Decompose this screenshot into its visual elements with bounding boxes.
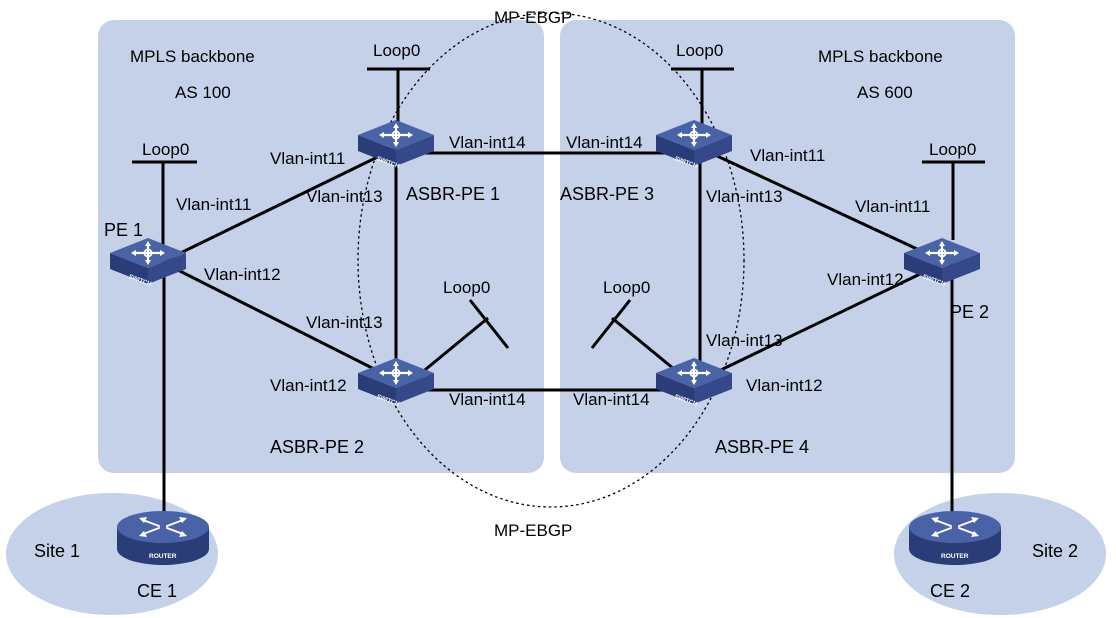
loopback-pe1 (132, 160, 197, 245)
loopback-asbr1 (367, 67, 430, 125)
if-asbr3-pe2: Vlan-int11 (750, 146, 825, 165)
as100-as-label: AS 100 (175, 83, 231, 102)
loopback-asbr3 (671, 67, 734, 125)
loopback-pe2 (922, 160, 985, 240)
if-pe1-asbr2: Vlan-int12 (204, 265, 281, 284)
site2-label: Site 2 (1032, 541, 1078, 561)
if-asbr2-asbr1: Vlan-int13 (306, 313, 383, 332)
pe1-label: PE 1 (104, 220, 143, 240)
site1-label: Site 1 (34, 541, 80, 561)
loop-pe2-label: Loop0 (929, 140, 976, 159)
if-asbr4-asbr2: Vlan-int14 (573, 390, 650, 409)
loopback-asbr2 (419, 299, 510, 376)
ce1-device[interactable] (116, 510, 210, 566)
loop-asbr4-label: Loop0 (603, 278, 650, 297)
as100-region-title: MPLS backbone (130, 47, 255, 66)
router-icon (908, 510, 1002, 566)
if-pe2-asbr4: Vlan-int12 (827, 270, 904, 289)
asbr4-label: ASBR-PE 4 (715, 437, 809, 457)
ebgp-bottom-label: MP-EBGP (494, 521, 572, 540)
if-pe2-asbr3: Vlan-int11 (855, 197, 930, 216)
link-pe1-asbr1 (161, 146, 397, 264)
if-asbr3-asbr1: Vlan-int14 (566, 133, 643, 152)
loopback-asbr4 (590, 299, 681, 376)
loop-asbr1-label: Loop0 (373, 41, 420, 60)
link-asbr3-pe2 (699, 146, 946, 264)
loop-asbr3-label: Loop0 (676, 41, 723, 60)
if-asbr1-pe1: Vlan-int11 (270, 149, 345, 168)
if-asbr1-asbr3: Vlan-int14 (449, 133, 526, 152)
ebgp-top-label: MP-EBGP (494, 8, 572, 27)
as600-as-label: AS 600 (857, 83, 913, 102)
as100-region (98, 20, 544, 473)
asbr2-label: ASBR-PE 2 (270, 437, 364, 457)
if-asbr2-asbr4: Vlan-int14 (449, 390, 526, 409)
if-asbr1-asbr2: Vlan-int13 (306, 187, 383, 206)
router-icon (116, 510, 210, 566)
loop-pe1-label: Loop0 (142, 140, 189, 159)
ebgp-session-ellipse (357, 12, 745, 508)
loop-asbr2-label: Loop0 (443, 278, 490, 297)
ce2-device[interactable] (908, 510, 1002, 566)
if-pe1-asbr1: Vlan-int11 (176, 195, 251, 214)
asbr1-label: ASBR-PE 1 (406, 184, 500, 204)
if-asbr3-asbr4: Vlan-int13 (706, 187, 783, 206)
ce1-label: CE 1 (137, 581, 177, 601)
pe2-label: PE 2 (950, 302, 989, 322)
if-asbr4-pe2: Vlan-int12 (746, 376, 823, 395)
asbr3-label: ASBR-PE 3 (560, 184, 654, 204)
link-pe1-asbr2 (161, 260, 397, 382)
link-asbr4-pe2 (699, 260, 946, 382)
if-asbr2-pe1: Vlan-int12 (270, 376, 347, 395)
as600-region-title: MPLS backbone (818, 47, 943, 66)
if-asbr4-asbr3: Vlan-int13 (706, 331, 783, 350)
ce2-label: CE 2 (930, 581, 970, 601)
